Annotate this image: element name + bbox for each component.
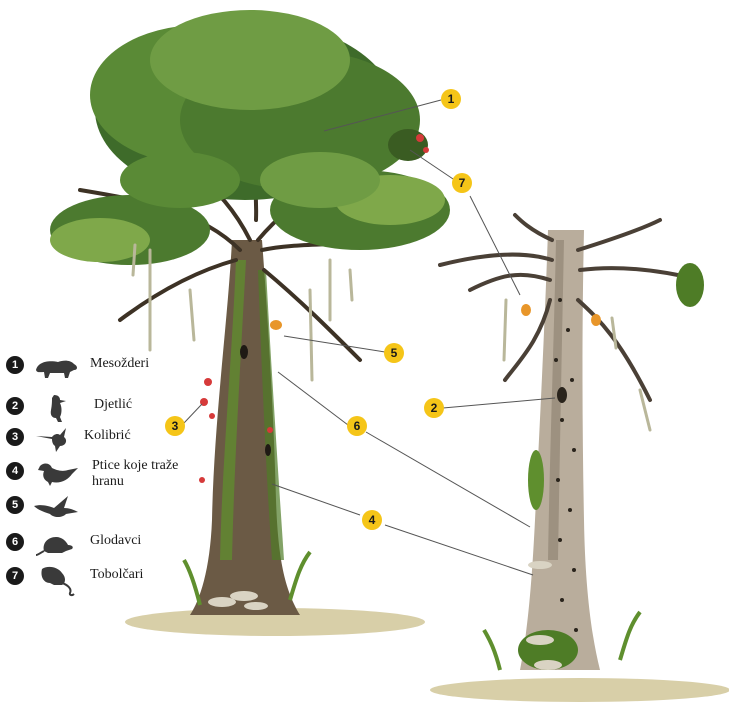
legend-label: Kolibrić bbox=[84, 428, 194, 444]
svg-text:7: 7 bbox=[459, 176, 466, 190]
legend-label: Ptice koje traže hranu bbox=[92, 458, 202, 490]
legend: 1 Mesožderi 2 Djetlić 3 Kolibrić 4 Ptice… bbox=[0, 0, 200, 705]
marker-5: 5 bbox=[384, 343, 404, 363]
legend-number: 2 bbox=[6, 397, 24, 415]
canopy-nest bbox=[388, 129, 428, 161]
dead-tree bbox=[440, 215, 704, 670]
flying-bird-icon bbox=[32, 492, 80, 522]
marsupial-icon bbox=[32, 563, 80, 597]
legend-label: Tobolčari bbox=[90, 567, 200, 583]
svg-text:6: 6 bbox=[354, 419, 361, 433]
svg-text:4: 4 bbox=[369, 513, 376, 527]
foraging-bird-icon bbox=[32, 458, 80, 488]
legend-number: 3 bbox=[6, 428, 24, 446]
legend-label: Djetlić bbox=[94, 397, 204, 413]
legend-number: 6 bbox=[6, 533, 24, 551]
ground-right bbox=[430, 678, 729, 702]
legend-label: Glodavci bbox=[90, 533, 200, 549]
legend-number: 1 bbox=[6, 356, 24, 374]
svg-text:2: 2 bbox=[431, 401, 438, 415]
marker-6: 6 bbox=[347, 416, 367, 436]
rodent-icon bbox=[32, 529, 80, 559]
marker-2: 2 bbox=[424, 398, 444, 418]
marker-7: 7 bbox=[452, 173, 472, 193]
marker-4: 4 bbox=[362, 510, 382, 530]
svg-text:5: 5 bbox=[391, 346, 398, 360]
carnivore-icon bbox=[32, 352, 80, 382]
legend-label: Mesožderi bbox=[90, 356, 200, 372]
woodpecker-icon bbox=[32, 393, 80, 423]
hummingbird-icon bbox=[32, 424, 80, 454]
legend-number: 5 bbox=[6, 496, 24, 514]
legend-number: 7 bbox=[6, 567, 24, 585]
marker-1: 1 bbox=[441, 89, 461, 109]
svg-text:1: 1 bbox=[448, 92, 455, 106]
legend-number: 4 bbox=[6, 462, 24, 480]
